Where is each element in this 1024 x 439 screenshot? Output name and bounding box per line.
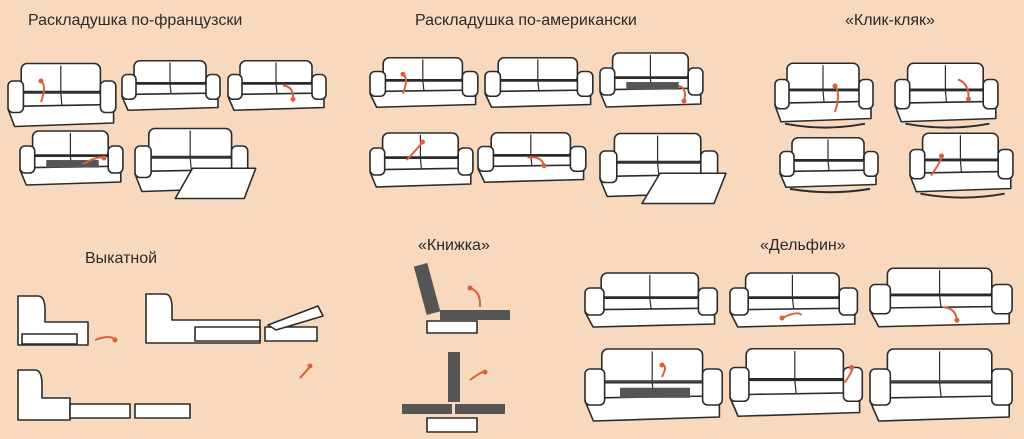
american-step-4: [369, 132, 474, 188]
american-step-3: [599, 52, 704, 108]
american-step-6: [599, 132, 727, 205]
dolphin-step-1: [584, 272, 719, 328]
click-clack-step-1: [774, 62, 874, 129]
american-step-5: [477, 131, 587, 184]
click-clack-step-4: [909, 132, 1014, 199]
french-step-3: [227, 59, 327, 112]
title-american: Раскладушка по-американски: [415, 12, 637, 29]
title-rollout: Выкатной: [85, 250, 158, 267]
french-step-1: [7, 62, 117, 128]
book-diagrams: [402, 263, 510, 433]
dolphin-step-4: [584, 348, 723, 422]
click-clack-step-2: [894, 62, 999, 129]
american-step-2: [484, 56, 594, 109]
title-book: «Книжка»: [418, 237, 490, 254]
dolphin-step-2: [729, 272, 859, 328]
click-clack-step-3: [779, 136, 879, 194]
american-step-1: [369, 56, 479, 109]
title-click-clack: «Клик-кляк»: [845, 12, 935, 29]
dolphin-step-3: [869, 267, 1013, 328]
french-step-5: [134, 127, 257, 200]
title-french: Раскладушка по-французски: [28, 12, 243, 29]
rollout-diagrams: [17, 293, 324, 421]
dolphin-step-5: [729, 347, 864, 418]
dolphin-step-6: [869, 348, 1013, 422]
title-dolphin: «Дельфин»: [760, 237, 846, 254]
french-step-2: [121, 59, 221, 112]
french-step-4: [19, 130, 124, 186]
